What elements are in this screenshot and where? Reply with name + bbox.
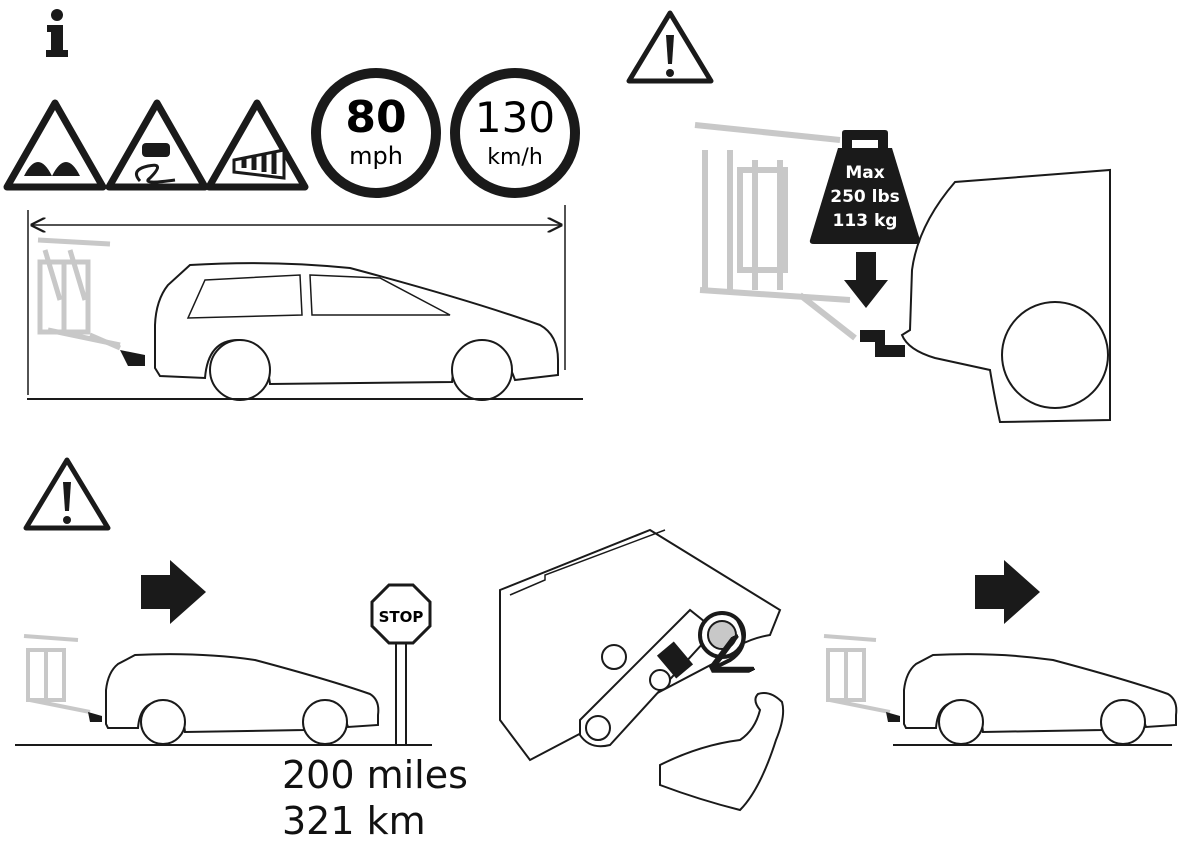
speed-sign-mph: 80 mph	[311, 68, 441, 198]
weight-label-max: Max	[845, 163, 884, 183]
speed-value-mph: 80	[345, 92, 406, 143]
slippery-road-icon	[105, 99, 209, 191]
weight-label-lbs: 250 lbs	[830, 187, 900, 207]
ghost-bike-carrier	[23, 634, 91, 714]
speed-unit-kmh: km/h	[487, 145, 543, 170]
crosswind-icon	[205, 99, 309, 191]
car-with-bike-carrier	[27, 237, 583, 401]
retighten-knob-detail	[499, 528, 785, 812]
weight-label-kg: 113 kg	[833, 211, 898, 231]
length-dimension	[27, 205, 566, 395]
rear-car-closeup	[694, 122, 1111, 424]
distance-miles: 200 miles	[282, 753, 468, 797]
car-with-bike-carrier	[823, 634, 1178, 746]
ghost-bike-carrier	[694, 122, 857, 341]
stop-sign: STOP	[370, 583, 432, 746]
forward-arrow-icon	[975, 560, 1040, 624]
speed-sign-kmh: 130 km/h	[450, 68, 580, 198]
down-arrow-icon	[844, 252, 888, 308]
car-with-bike-carrier	[15, 634, 432, 746]
bumpy-road-icon	[3, 99, 107, 191]
distance-label: 200 miles 321 km	[282, 752, 468, 844]
warning-icon	[23, 457, 111, 531]
forward-arrow-icon	[141, 560, 206, 624]
arm-icon	[659, 692, 785, 812]
stop-sign-text: STOP	[379, 608, 424, 626]
distance-km: 321 km	[282, 799, 426, 843]
info-icon	[46, 9, 68, 57]
speed-value-kmh: 130	[475, 93, 555, 142]
speed-unit-mph: mph	[349, 142, 403, 170]
ghost-bike-carrier	[823, 634, 891, 714]
ghost-bike-carrier	[37, 237, 121, 351]
warning-icon	[626, 10, 714, 84]
weight-icon: Max 250 lbs 113 kg	[809, 130, 921, 244]
